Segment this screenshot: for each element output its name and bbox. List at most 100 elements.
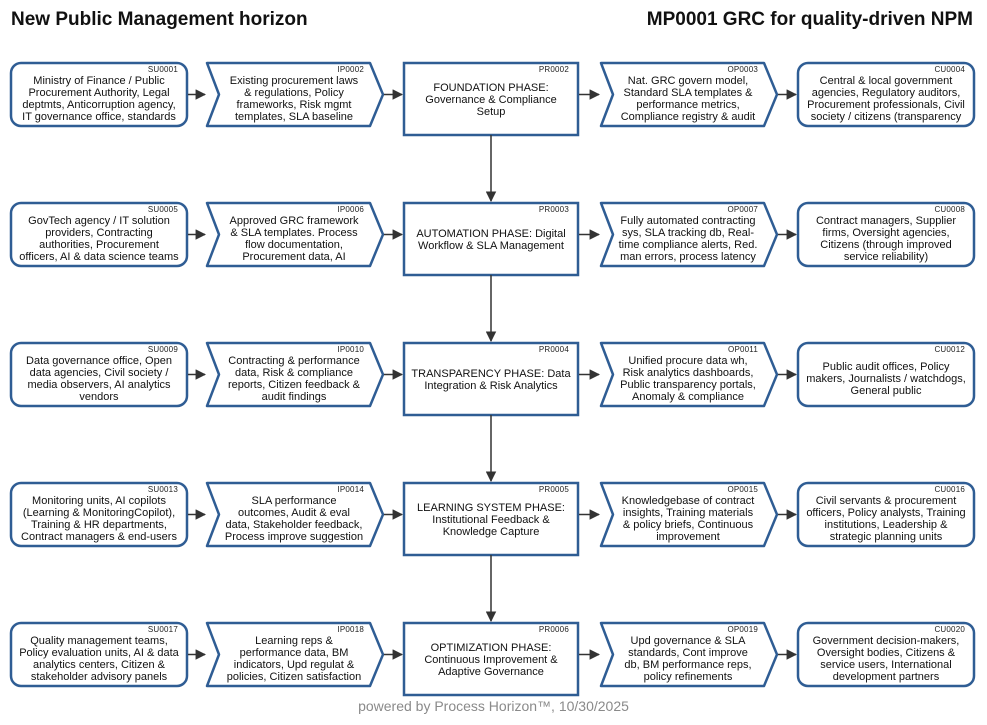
text-line: Knowledge Capture <box>442 526 540 538</box>
text-line: data, Stakeholder feedback, <box>225 519 363 531</box>
customer-shape <box>796 341 976 408</box>
text-line: Contract managers & end-users <box>21 531 177 543</box>
text-line: LEARNING SYSTEM PHASE: <box>417 502 565 514</box>
supplier-code: SU0005 <box>147 205 178 214</box>
supplier-shape <box>9 61 189 128</box>
process-shape <box>402 621 580 697</box>
supplier-label: Quality management teams,Policy evaluati… <box>10 635 188 683</box>
output-shape <box>599 621 779 688</box>
text-line: deptmts, Anticorruption agency, <box>22 99 176 111</box>
text-line: Anomaly & compliance <box>632 391 744 403</box>
text-line: standards, Cont improve <box>628 647 748 659</box>
customer-code: CU0020 <box>934 625 965 634</box>
page-title: New Public Management horizon <box>11 9 308 30</box>
text-line: (Learning & MonitoringCopilot), <box>22 507 176 519</box>
input-shape <box>205 341 385 408</box>
text-line: makers, Journalists / watchdogs, <box>806 373 966 385</box>
process-shape <box>402 201 580 277</box>
process-label: FOUNDATION PHASE:Governance & Compliance… <box>403 82 579 118</box>
output-code: OP0007 <box>727 205 758 214</box>
text-line: firms, Oversight agencies, <box>822 227 950 239</box>
output-label: Nat. GRC govern model,Standard SLA templ… <box>612 75 764 123</box>
input-code: IP0018 <box>337 625 364 634</box>
output-label: Unified procure data wh,Risk analytics d… <box>612 355 764 403</box>
customer-code: CU0008 <box>934 205 965 214</box>
supplier-shape <box>9 201 189 268</box>
text-line: FOUNDATION PHASE: <box>433 82 549 94</box>
customer-code: CU0012 <box>934 345 965 354</box>
text-line: policies, Citizen satisfaction <box>226 671 362 683</box>
output-shape <box>599 481 779 548</box>
text-line: & policy briefs, Continuous <box>622 519 754 531</box>
text-line: Procurement Authority, Legal <box>28 87 170 99</box>
input-label: Existing procurement laws& regulations, … <box>218 75 370 123</box>
text-line: development partners <box>832 671 940 683</box>
text-line: Central & local government <box>819 75 953 87</box>
text-line: Adaptive Governance <box>438 666 544 678</box>
text-line: Setup <box>476 106 506 118</box>
text-line: flow documentation, <box>245 239 343 251</box>
text-line: audit findings <box>261 391 327 403</box>
text-line: strategic planning units <box>829 531 943 543</box>
text-line: Continuous Improvement & <box>424 654 558 666</box>
process-label: LEARNING SYSTEM PHASE:Institutional Feed… <box>403 502 579 538</box>
process-code: PR0005 <box>538 485 569 494</box>
supplier-code: SU0017 <box>147 625 178 634</box>
text-line: Governance & Compliance <box>425 94 557 106</box>
process-code: PR0003 <box>538 205 569 214</box>
text-line: analytics centers, Citizen & <box>32 659 166 671</box>
text-line: Process improve suggestion <box>224 531 364 543</box>
text-line: Integration & Risk Analytics <box>424 380 558 392</box>
text-line: man errors, process latency <box>620 251 756 263</box>
process-code: PR0006 <box>538 625 569 634</box>
text-line: frameworks, Risk mgmt <box>236 99 352 111</box>
process-label: OPTIMIZATION PHASE:Continuous Improvemen… <box>403 642 579 678</box>
customer-code: CU0016 <box>934 485 965 494</box>
customer-code: CU0004 <box>934 65 965 74</box>
text-line: vendors <box>79 391 119 403</box>
text-line: Civil servants & procurement <box>815 495 957 507</box>
text-line: Contracting & performance <box>228 355 360 367</box>
input-label: Approved GRC framework& SLA templates. P… <box>218 215 370 263</box>
input-code: IP0002 <box>337 65 364 74</box>
supplier-shape <box>9 621 189 688</box>
text-line: Knowledgebase of contract <box>621 495 755 507</box>
text-line: & SLA templates. Process <box>230 227 358 239</box>
text-line: sys, SLA tracking db, Real- <box>621 227 755 239</box>
supplier-code: SU0013 <box>147 485 178 494</box>
text-line: indicators, Upd regulat & <box>233 659 355 671</box>
text-line: OPTIMIZATION PHASE: <box>430 642 552 654</box>
text-line: data, Risk & compliance <box>235 367 353 379</box>
text-line: Workflow & SLA Management <box>418 240 564 252</box>
supplier-code: SU0009 <box>147 345 178 354</box>
text-line: Upd governance & SLA <box>630 635 746 647</box>
output-code: OP0015 <box>727 485 758 494</box>
